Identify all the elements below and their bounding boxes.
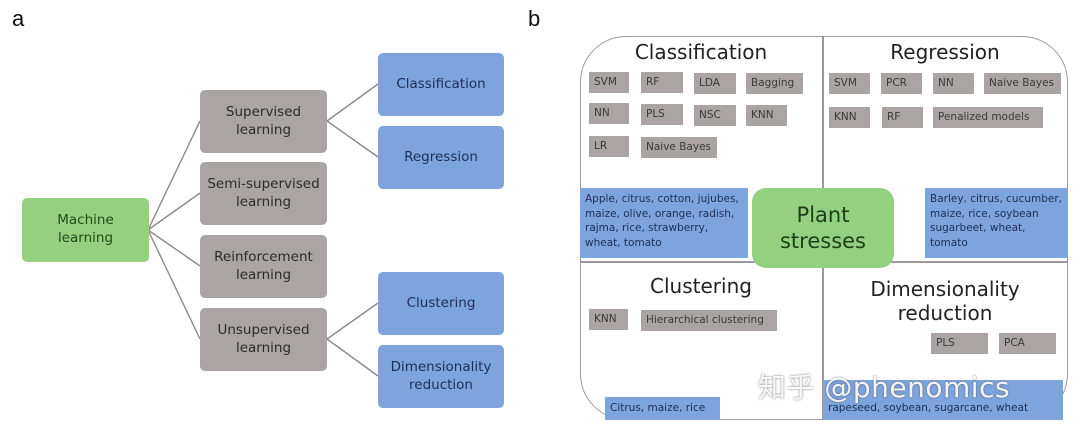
root-node-machine-learning: Machine learning [22, 198, 149, 262]
connector-supervised-regression [326, 120, 379, 158]
quadrant-title-clustering: Clustering [650, 274, 752, 298]
method-tag: Penalized models [933, 107, 1043, 128]
method-tag: PLS [641, 104, 683, 125]
task-node-classification: Classification [378, 53, 504, 116]
crop-list-classification: Apple, citrus, cotton, jujubes, maize, o… [580, 188, 748, 258]
method-tag: RF [641, 72, 683, 93]
connector-root-reinforcement [147, 229, 201, 267]
watermark: 知乎 @phenomics [758, 371, 1011, 404]
method-tag: Naive Bayes [641, 137, 717, 158]
method-tag: LDA [694, 73, 736, 94]
center-node-label: Plant stresses [779, 202, 866, 253]
method-tag: NSC [694, 105, 736, 126]
method-tag: KNN [829, 107, 870, 128]
method-tag: NN [933, 73, 974, 94]
quadrant-title-regression: Regression [890, 40, 1000, 64]
category-node-reinforcement: Reinforcement learning [200, 235, 327, 298]
task-label: Regression [404, 148, 478, 165]
method-tag: PCR [881, 73, 922, 94]
panel-b-label: b [528, 6, 541, 31]
method-tag: NN [589, 103, 629, 124]
category-label: Unsupervised learning [217, 321, 310, 356]
root-node-label: Machine learning [57, 212, 114, 246]
panel-a-connectors [147, 83, 379, 377]
crop-list-regression: Barley, citrus, cucumber, maize, rice, s… [925, 188, 1068, 258]
category-node-semi-supervised: Semi-supervised learning [200, 162, 327, 225]
quadrant-title-dimensionality-reduction: Dimensionality reduction [870, 277, 1020, 325]
method-tag: PCA [999, 333, 1056, 354]
connector-root-semi [147, 192, 201, 231]
method-tag: Bagging [746, 73, 803, 94]
crop-list-dimensionality-reduction: rapeseed, soybean, sugarcane, wheat [823, 380, 1063, 420]
connector-root-supervised [147, 120, 201, 231]
crop-list-clustering: Citrus, maize, rice [605, 397, 720, 420]
category-label: Reinforcement learning [214, 248, 313, 283]
task-node-regression: Regression [378, 126, 504, 189]
task-label: Dimensionality reduction [390, 358, 492, 393]
method-tag: SVM [829, 73, 870, 94]
task-node-dimensionality-reduction: Dimensionality reduction [378, 345, 504, 408]
category-label: Semi-supervised learning [207, 175, 320, 210]
category-node-supervised: Supervised learning [200, 90, 327, 153]
method-tag: Naive Bayes [984, 73, 1061, 94]
category-label: Supervised learning [225, 103, 302, 138]
task-label: Classification [396, 75, 486, 92]
method-tag: RF [882, 107, 923, 128]
crop-list-line: rapeseed, soybean, sugarcane, wheat [828, 402, 1029, 414]
connector-root-unsupervised [147, 229, 201, 340]
quadrant-title-classification: Classification [634, 40, 768, 64]
connector-unsupervised-clustering [326, 302, 379, 340]
task-label: Clustering [406, 294, 476, 311]
panel-a-label: a [12, 6, 25, 31]
method-tag: Hierarchical clustering [641, 310, 777, 331]
method-tag: KNN [589, 309, 628, 330]
method-tag: LR [589, 136, 629, 157]
method-tag: PLS [931, 333, 988, 354]
method-tag: KNN [746, 105, 787, 126]
connector-unsupervised-dimred [326, 338, 379, 377]
method-tag: SVM [589, 72, 629, 93]
center-node-plant-stresses: Plant stresses [752, 188, 894, 268]
category-node-unsupervised: Unsupervised learning [200, 308, 327, 371]
connector-supervised-classification [326, 83, 379, 122]
task-node-clustering: Clustering [378, 272, 504, 335]
